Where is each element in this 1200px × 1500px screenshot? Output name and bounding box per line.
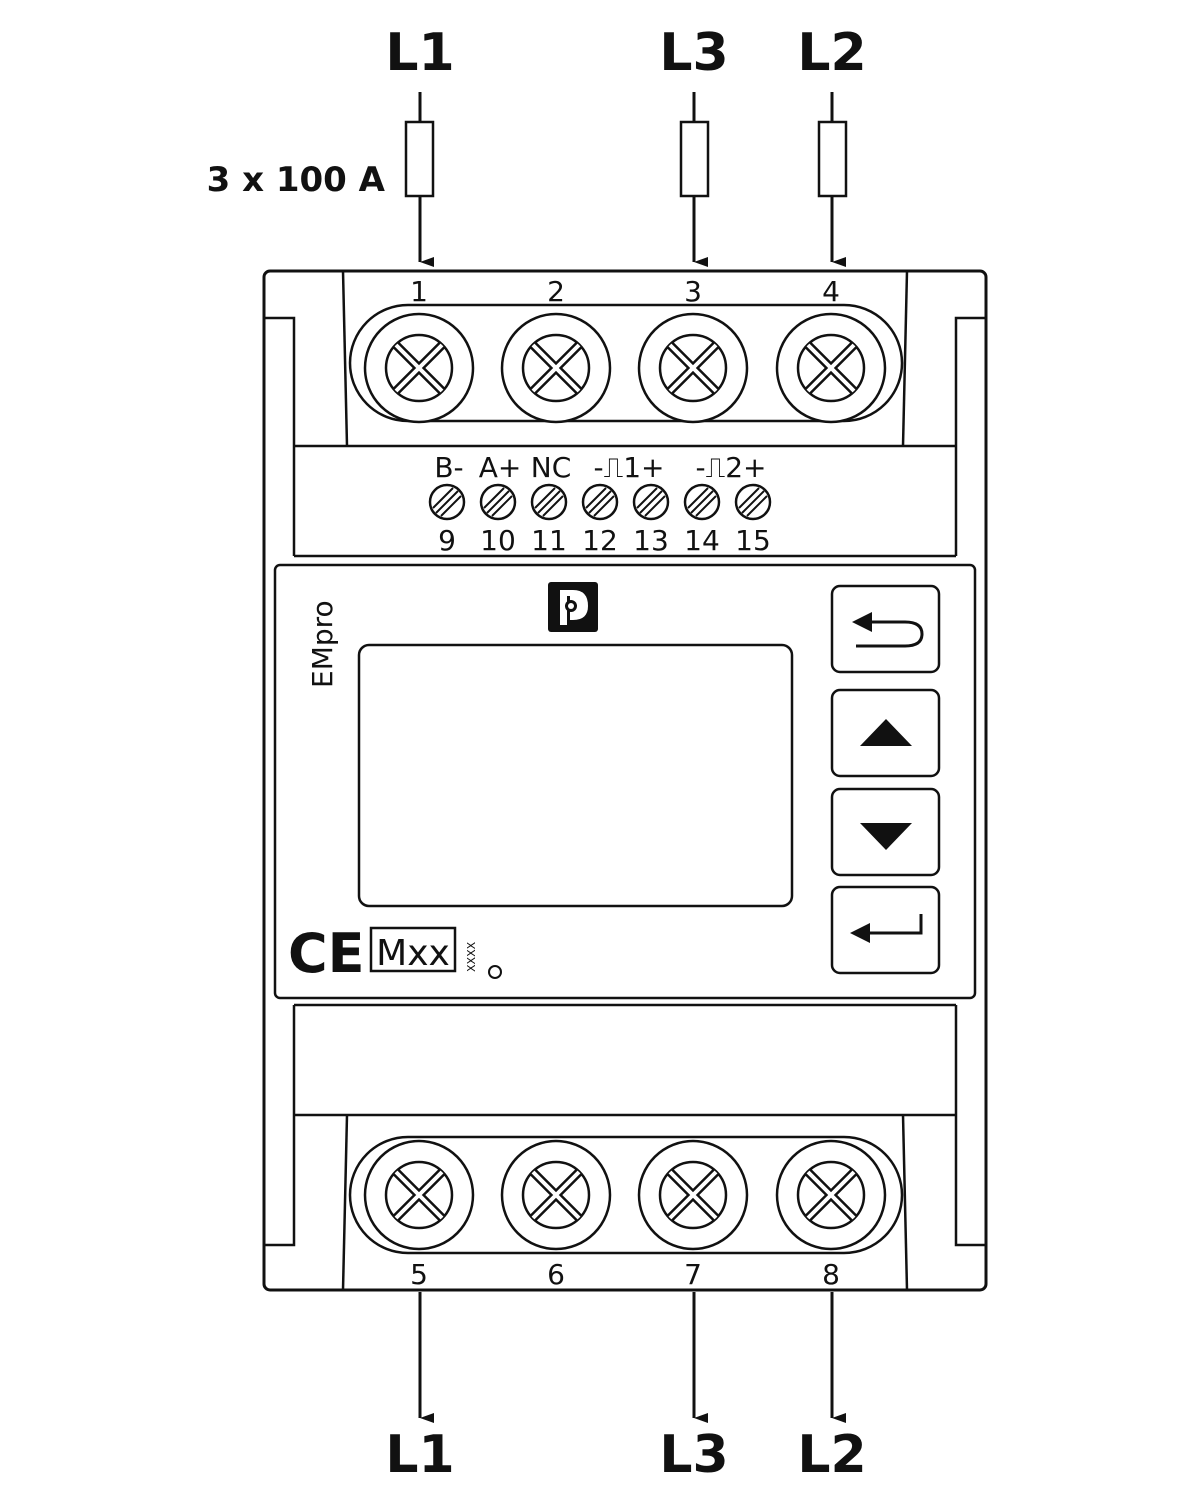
- manufacturer-logo: [548, 582, 598, 632]
- lcd-display: [357, 643, 794, 908]
- ce-mark: CE: [288, 922, 365, 985]
- screw-terminal-4: [775, 312, 887, 424]
- terminal-number-8: 8: [822, 1258, 840, 1291]
- enter-arrow-icon: [850, 914, 923, 943]
- screw-terminal-1: [363, 312, 475, 424]
- metrology-mark: Mxx: [376, 933, 450, 974]
- brand-label: EMpro: [306, 600, 339, 688]
- screw-terminal-8: [775, 1139, 887, 1251]
- back-arrow-icon: [852, 612, 924, 648]
- signal-number-11: 11: [531, 524, 567, 557]
- signal-number-14: 14: [684, 524, 720, 557]
- terminal-number-3: 3: [684, 275, 702, 308]
- phase-label-bottom-l2: L2: [797, 1425, 866, 1485]
- metrology-mark-box: [369, 926, 457, 973]
- signal-label-b-minus: B-: [434, 451, 463, 484]
- screw-terminal-6: [500, 1139, 612, 1251]
- phase-label-bottom-l1: L1: [385, 1425, 454, 1485]
- signal-screw-11: [530, 483, 568, 521]
- phase-label-top-l1: L1: [385, 23, 454, 83]
- signal-label-pulse-2: -⎍2+: [696, 451, 767, 484]
- screw-terminal-7: [637, 1139, 749, 1251]
- signal-screw-10: [479, 483, 517, 521]
- signal-label-pulse-1: -⎍1+: [594, 451, 665, 484]
- fuse-rating-label: 3 x 100 A: [207, 160, 386, 200]
- down-button[interactable]: [830, 787, 941, 877]
- signal-label-nc: NC: [531, 451, 572, 484]
- terminal-number-7: 7: [684, 1258, 702, 1291]
- fuse-l3: [679, 120, 710, 198]
- screw-terminal-3: [637, 312, 749, 424]
- screw-terminal-2: [500, 312, 612, 424]
- signal-screw-15: [734, 483, 772, 521]
- top-screws: [363, 312, 887, 424]
- fuse-l2: [817, 120, 848, 198]
- phase-label-bottom-l3: L3: [659, 1425, 728, 1485]
- fuse-l1: [404, 120, 435, 198]
- signal-screws: [428, 483, 772, 521]
- status-led: [488, 965, 502, 979]
- top-terminal-block: [294, 270, 956, 558]
- signal-screw-13: [632, 483, 670, 521]
- terminal-number-4: 4: [822, 275, 840, 308]
- top-screw-strip: [348, 303, 904, 423]
- side-rails: [264, 316, 986, 1247]
- signal-number-9: 9: [438, 524, 456, 557]
- up-button[interactable]: [830, 688, 941, 778]
- triangle-down-icon: [860, 823, 912, 850]
- bottom-screws: [363, 1139, 887, 1251]
- phase-label-top-l2: L2: [797, 23, 866, 83]
- terminal-number-1: 1: [410, 275, 428, 308]
- signal-number-13: 13: [633, 524, 669, 557]
- enter-button[interactable]: [830, 885, 941, 975]
- bottom-screw-strip: [348, 1135, 904, 1255]
- terminal-number-6: 6: [547, 1258, 565, 1291]
- metrology-mark-suffix: XXXX: [465, 941, 478, 972]
- signal-number-15: 15: [735, 524, 771, 557]
- signal-label-a-plus: A+: [479, 451, 522, 484]
- signal-number-10: 10: [480, 524, 516, 557]
- terminal-number-5: 5: [410, 1258, 428, 1291]
- signal-screw-14: [683, 483, 721, 521]
- triangle-up-icon: [860, 719, 912, 746]
- signal-number-12: 12: [582, 524, 618, 557]
- back-button[interactable]: [830, 584, 941, 674]
- load-wires-bottom: [418, 1292, 846, 1423]
- screw-terminal-5: [363, 1139, 475, 1251]
- fuses: [404, 120, 848, 198]
- signal-screw-12: [581, 483, 619, 521]
- phase-label-top-l3: L3: [659, 23, 728, 83]
- signal-screw-9: [428, 483, 466, 521]
- terminal-number-2: 2: [547, 275, 565, 308]
- supply-wires-top: [418, 92, 846, 267]
- bottom-terminal-block: [294, 1003, 956, 1291]
